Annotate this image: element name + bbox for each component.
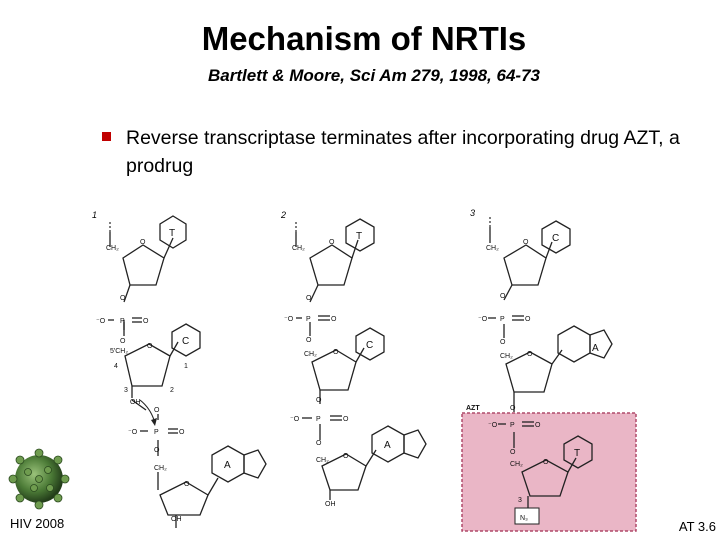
atom-o: O	[500, 339, 506, 346]
atom-ch2: CH₂	[304, 351, 317, 358]
atom-o: O	[120, 295, 126, 302]
atom-o: O	[154, 407, 160, 414]
panel-number-3: 3	[470, 208, 475, 218]
ring-number-2: 2	[170, 387, 174, 394]
base-c: C	[366, 340, 373, 351]
atom-o: O	[154, 447, 160, 454]
atom-o: O	[535, 422, 541, 429]
slide-title: Mechanism of NRTIs	[201, 20, 527, 57]
atom-o: O	[316, 440, 322, 447]
azt-label: AZT	[466, 405, 480, 412]
atom-oh: OH	[325, 501, 336, 508]
atom-o: O	[306, 295, 312, 302]
atom-oh: OH	[171, 516, 182, 523]
atom-ch2: CH₂	[316, 457, 329, 464]
atom-p: P	[120, 318, 125, 325]
base-a: A	[384, 440, 391, 451]
atom-o: O	[525, 316, 531, 323]
atom-p: P	[316, 416, 321, 423]
panel-number-1: 1	[92, 210, 97, 220]
atom-ch2: CH₂	[486, 245, 499, 252]
atom-p: P	[154, 429, 159, 436]
atom-oh: OH	[130, 399, 141, 406]
atom-neg-o: ⁻O	[290, 416, 300, 423]
base-a: A	[592, 343, 599, 354]
ring-number-4: 4	[114, 363, 118, 370]
atom-ring-o: O	[333, 349, 339, 356]
atom-o: O	[120, 338, 126, 345]
azt-highlight-box	[461, 412, 637, 532]
atom-ch2: CH₂	[500, 353, 513, 360]
atom-ring-o: O	[523, 239, 529, 246]
atom-ring-o: O	[184, 481, 190, 488]
atom-o: O	[510, 449, 516, 456]
atom-neg-o: ⁻O	[284, 316, 294, 323]
atom-neg-o: ⁻O	[478, 316, 488, 323]
atom-p: P	[306, 316, 311, 323]
base-t: T	[356, 231, 362, 242]
atom-o: O	[343, 416, 349, 423]
atom-o: O	[500, 293, 506, 300]
panel-number-2: 2	[280, 210, 286, 220]
atom-neg-o: ⁻O	[128, 429, 138, 436]
atom-ring-o: O	[147, 343, 153, 350]
hiv-virus-icon	[8, 448, 70, 510]
atom-o: O	[331, 316, 337, 323]
bullet-text: Reverse transcriptase terminates after i…	[126, 127, 680, 177]
atom-ch2: CH₂	[510, 461, 523, 468]
ring-number-3: 3	[518, 497, 522, 504]
atom-ring-o: O	[527, 351, 533, 358]
base-t: T	[169, 228, 175, 239]
atom-p: P	[510, 422, 515, 429]
atom-o: O	[306, 337, 312, 344]
atom-p: P	[500, 316, 505, 323]
atom-ch2-5: 5′CH₂	[110, 348, 128, 355]
atom-o: O	[316, 397, 322, 404]
atom-ring-o: O	[543, 459, 549, 466]
atom-ch2: CH₂	[106, 245, 119, 252]
atom-n3: N₃	[520, 515, 528, 522]
atom-ch2: CH₂	[292, 245, 305, 252]
slide-number: AT 3.6	[678, 519, 716, 534]
base-c: C	[182, 336, 189, 347]
base-t: T	[574, 448, 580, 459]
atom-ring-o: O	[140, 239, 146, 246]
atom-o: O	[179, 429, 185, 436]
atom-neg-o: ⁻O	[488, 422, 498, 429]
footer-label: HIV 2008	[10, 516, 65, 531]
ring-number-3: 3	[124, 387, 128, 394]
atom-o: O	[510, 405, 516, 412]
atom-ring-o: O	[343, 453, 349, 460]
atom-ring-o: O	[329, 239, 335, 246]
atom-neg-o: ⁻O	[96, 318, 106, 325]
atom-ch2: CH₂	[154, 465, 167, 472]
base-c: C	[552, 233, 559, 244]
ring-number-1: 1	[184, 363, 188, 370]
bullet-square-icon	[102, 132, 111, 141]
base-a: A	[224, 460, 231, 471]
slide-subtitle: Bartlett & Moore, Sci Am 279, 1998, 64-7…	[208, 66, 540, 85]
atom-o: O	[143, 318, 149, 325]
